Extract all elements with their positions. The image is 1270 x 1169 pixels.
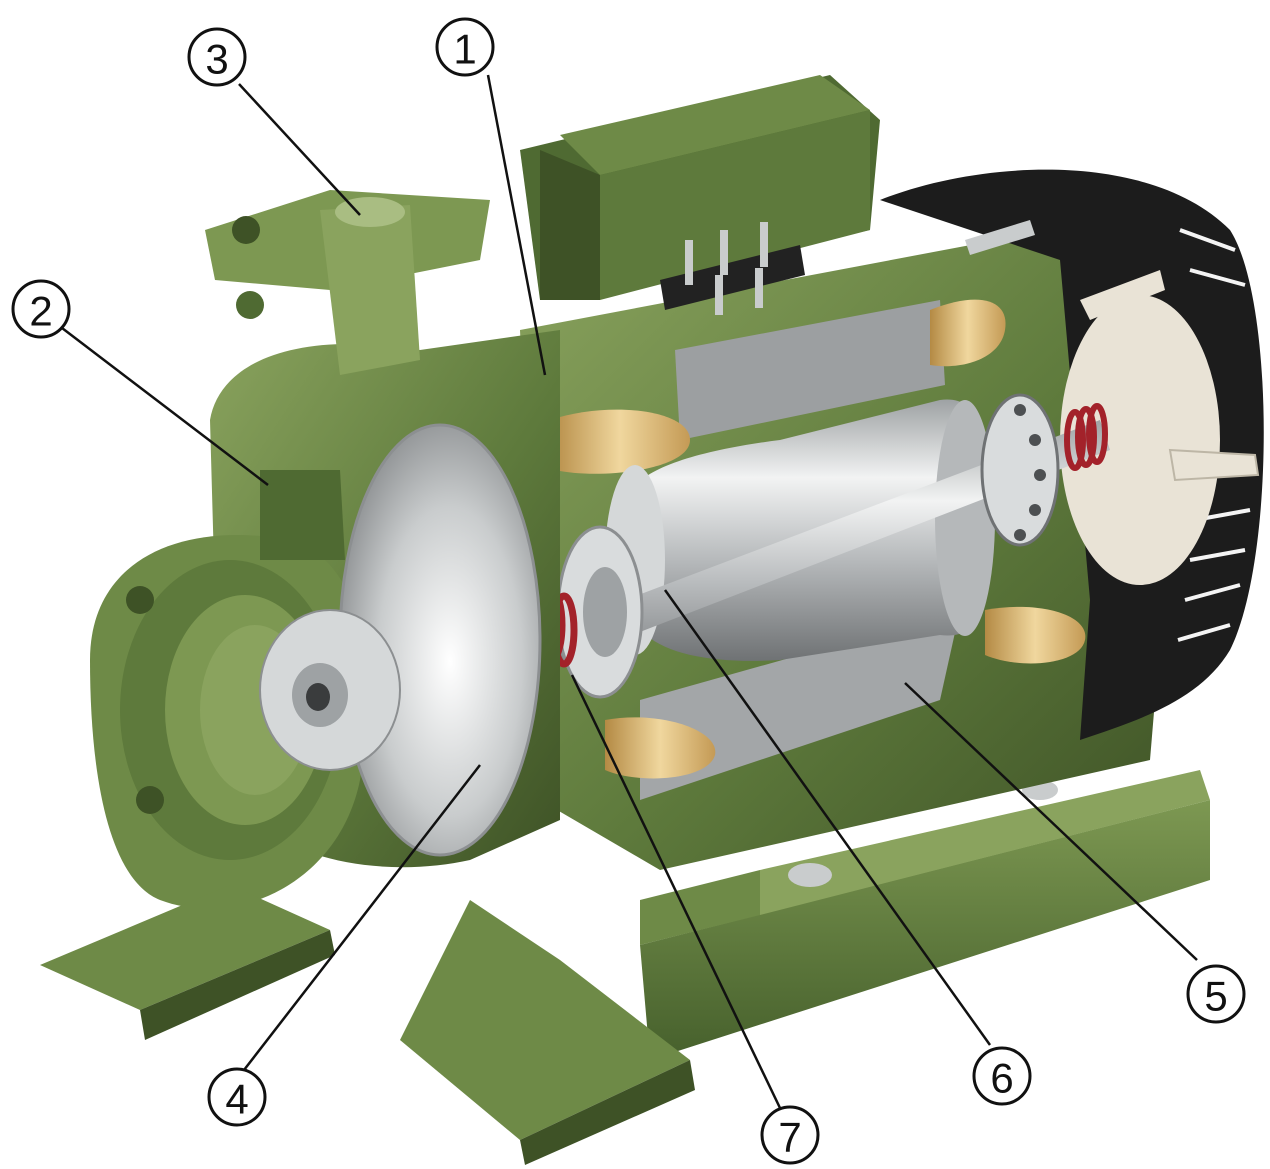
leader-line-6 bbox=[663, 589, 992, 1046]
leader-line-2 bbox=[61, 327, 269, 486]
callout-label-5: 5 bbox=[1204, 973, 1227, 1020]
leader-line-5 bbox=[904, 682, 1198, 961]
callout-5: 5 bbox=[1186, 964, 1246, 1024]
callout-label-3: 3 bbox=[205, 36, 228, 83]
leader-line-3 bbox=[238, 83, 361, 216]
impeller bbox=[259, 423, 542, 857]
leader-line-4 bbox=[243, 764, 481, 1071]
callout-label-2: 2 bbox=[29, 288, 52, 335]
callout-3: 3 bbox=[187, 27, 247, 87]
leader-line-1 bbox=[486, 74, 547, 376]
leader-line-7 bbox=[570, 674, 782, 1109]
callout-label-1: 1 bbox=[453, 26, 476, 73]
callout-4: 4 bbox=[207, 1067, 267, 1127]
stator-laminations bbox=[640, 300, 960, 800]
callout-7: 7 bbox=[760, 1105, 820, 1165]
rear-seal bbox=[1064, 403, 1108, 471]
terminal-box bbox=[520, 75, 1035, 315]
callout-2: 2 bbox=[11, 279, 71, 339]
callout-label-6: 6 bbox=[990, 1055, 1013, 1102]
callout-label-7: 7 bbox=[778, 1114, 801, 1161]
callout-1: 1 bbox=[435, 17, 495, 77]
callout-label-4: 4 bbox=[225, 1076, 248, 1123]
stator-windings bbox=[550, 299, 1086, 779]
front-bearing bbox=[556, 525, 644, 699]
leader-lines bbox=[61, 74, 1198, 1109]
callout-6: 6 bbox=[972, 1046, 1032, 1106]
rear-bearing bbox=[980, 393, 1060, 547]
